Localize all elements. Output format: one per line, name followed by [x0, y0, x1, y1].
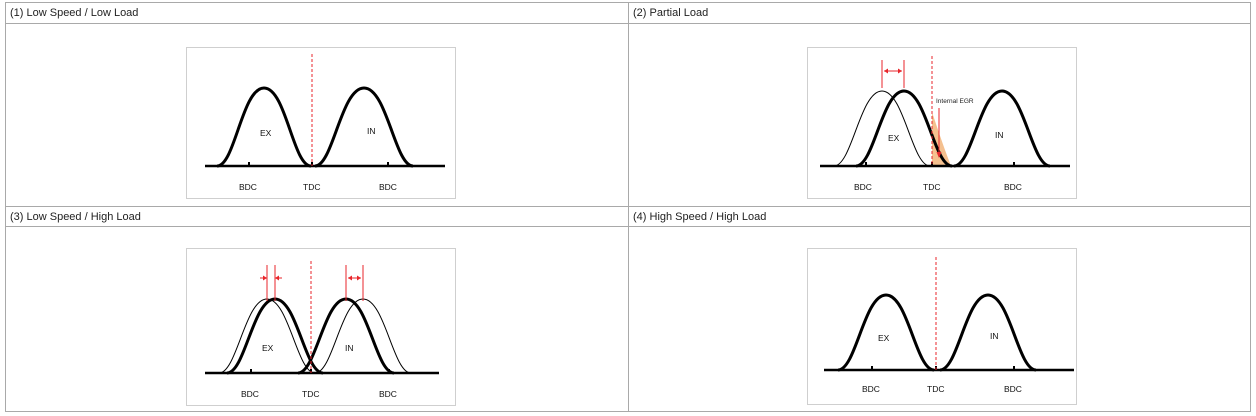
bdc-right-label: BDC	[1004, 182, 1022, 192]
grid-vertical-divider	[628, 3, 629, 411]
bdc-left-label: BDC	[239, 182, 257, 192]
exhaust-shift-arrowhead-left	[263, 275, 267, 281]
exhaust-label: EX	[262, 343, 274, 353]
exhaust-label: EX	[260, 128, 272, 138]
diagram-grid: (1) Low Speed / Low Load (2) Partial Loa…	[5, 2, 1251, 412]
exhaust-label: EX	[878, 333, 890, 343]
intake-valve-curve	[939, 293, 1037, 372]
exhaust-valve-curve	[837, 293, 935, 372]
valve-timing-diagram-1: EX IN BDC TDC BDC	[205, 54, 445, 192]
intake-valve-curve	[953, 89, 1051, 168]
panel-low-speed-low-load: EX IN BDC TDC BDC	[186, 47, 456, 199]
valve-timing-diagram-2: Internal EGR EX IN BDC TDC BDC	[820, 56, 1070, 192]
panel-low-speed-high-load: EX IN BDC TDC BDC	[186, 248, 456, 406]
exhaust-shift-arrowhead-left	[884, 68, 888, 74]
grid-row-divider	[6, 206, 1250, 207]
panel-partial-load: Internal EGR EX IN BDC TDC BDC	[807, 47, 1077, 199]
intake-label: IN	[995, 130, 1004, 140]
egr-pointer-arrowhead	[936, 152, 942, 158]
bdc-left-label: BDC	[241, 389, 259, 399]
exhaust-valve-curve	[216, 86, 312, 168]
tdc-label: TDC	[927, 384, 944, 394]
intake-shift-arrowhead-left	[348, 275, 352, 281]
valve-timing-diagram-4: EX IN BDC TDC BDC	[824, 257, 1074, 394]
tdc-label: TDC	[303, 182, 320, 192]
tdc-label: TDC	[923, 182, 940, 192]
bdc-left-label: BDC	[854, 182, 872, 192]
intake-valve-curve	[314, 86, 414, 168]
intake-label: IN	[367, 126, 376, 136]
exhaust-valve-curve-original	[833, 90, 931, 167]
bdc-left-label: BDC	[862, 384, 880, 394]
panel-high-speed-high-load: EX IN BDC TDC BDC	[807, 248, 1077, 405]
tdc-label: TDC	[302, 389, 319, 399]
bdc-right-label: BDC	[1004, 384, 1022, 394]
intake-label: IN	[990, 331, 999, 341]
cell-4-title: (4) High Speed / High Load	[633, 211, 767, 223]
intake-valve-curve-original	[314, 298, 412, 374]
valve-timing-diagram-3: EX IN BDC TDC BDC	[205, 261, 439, 399]
exhaust-shift-arrowhead-right	[275, 275, 279, 281]
bdc-right-label: BDC	[379, 182, 397, 192]
intake-shift-arrowhead-right	[357, 275, 361, 281]
internal-egr-label: Internal EGR	[936, 98, 974, 105]
exhaust-valve-curve-retarded	[855, 89, 953, 168]
cell-1-title: (1) Low Speed / Low Load	[10, 7, 139, 19]
exhaust-shift-arrowhead-right	[898, 68, 902, 74]
cell-3-title: (3) Low Speed / High Load	[10, 211, 141, 223]
exhaust-label: EX	[888, 133, 900, 143]
grid-header-divider-top	[6, 23, 1250, 24]
intake-label: IN	[345, 343, 354, 353]
cell-2-title: (2) Partial Load	[633, 7, 709, 19]
grid-header-divider-bottom	[6, 226, 1250, 227]
bdc-right-label: BDC	[379, 389, 397, 399]
